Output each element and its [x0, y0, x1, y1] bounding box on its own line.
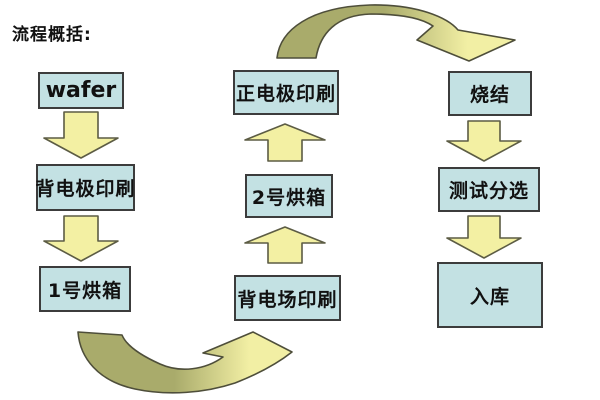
node-oven-1: 1号烘箱 [39, 266, 131, 312]
curved-arrow-top-icon [276, 4, 516, 62]
node-front-electrode-printing: 正电极印刷 [233, 70, 339, 115]
down-arrow-icon [446, 120, 522, 162]
down-arrow-icon [43, 215, 119, 262]
node-oven-2: 2号烘箱 [245, 174, 333, 218]
node-warehousing: 入库 [437, 262, 543, 328]
up-arrow-icon [244, 226, 326, 264]
down-arrow-icon [43, 111, 119, 159]
node-test-sorting: 测试分选 [438, 167, 540, 212]
down-arrow-icon [446, 215, 522, 259]
node-sintering: 烧结 [448, 71, 532, 116]
node-wafer: wafer [38, 72, 124, 109]
page-title: 流程概括: [12, 25, 92, 45]
node-back-field-printing: 背电场印刷 [234, 275, 341, 321]
up-arrow-icon [244, 123, 326, 162]
node-back-electrode-printing: 背电极印刷 [36, 164, 135, 211]
curved-arrow-bottom-icon [77, 331, 293, 394]
